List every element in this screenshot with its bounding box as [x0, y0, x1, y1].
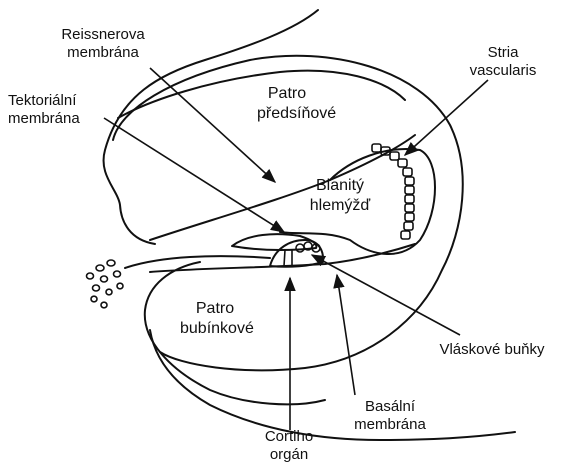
stria-vascularis-label: Stria vascularis [458, 44, 548, 80]
hair-cells [284, 242, 320, 266]
tectorial-membrane-label: Tektoriální membrána [8, 92, 118, 128]
stria-leader [405, 80, 488, 155]
tectorial-leader [104, 118, 284, 232]
nerve-fibres [87, 260, 124, 308]
reissner-membrane-label: Reissnerova membrána [48, 26, 158, 62]
organ-of-corti-label: Cortiho orgán [254, 428, 324, 464]
hair-cells-leader [312, 255, 460, 335]
scala-vestibuli-label: Patro předsíňové [257, 84, 317, 124]
scala-media-label: Blanitý hlemýžď [300, 176, 380, 216]
basilar-membrane-label: Basální membrána [350, 398, 430, 434]
scala-tympani-label: Patro bubínkové [180, 299, 250, 339]
basilar-leader [337, 275, 355, 395]
hair-cells-label: Vláskové buňky [422, 341, 562, 359]
